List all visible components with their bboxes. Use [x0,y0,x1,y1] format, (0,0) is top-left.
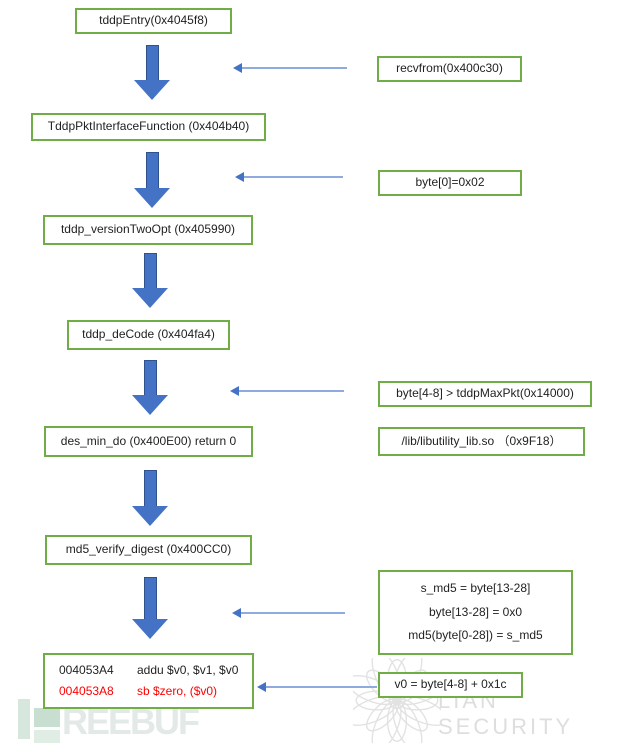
annotation-byte0-check: byte[0]=0x02 [378,170,522,196]
arrow-left-icon [233,63,242,73]
arrow-down-icon [132,506,168,526]
node-label: TddpPktInterfaceFunction (0x404b40) [47,119,250,134]
node-label: des_min_do (0x400E00) return 0 [60,433,237,448]
arrow-down-icon [134,80,170,100]
arrow-left-icon [232,608,241,618]
freebuf-logo-square [34,708,60,727]
annotation-smd5-block: s_md5 = byte[13-28] byte[13-28] = 0x0 md… [378,570,573,655]
flow-arrow-decode-to-desmindo [132,360,168,415]
node-tddp-version-two-opt: tddp_versionTwoOpt (0x405990) [43,215,253,245]
annotation-label: byte[0]=0x02 [415,175,485,190]
lotus-icon [353,658,441,743]
asm-instruction: sb $zero, ($v0) [137,684,218,699]
asm-address: 004053A4 [59,662,114,677]
node-tddp-entry: tddpEntry(0x4045f8) [75,8,232,34]
annotation-label: recvfrom(0x400c30) [396,61,503,76]
node-label: tddp_versionTwoOpt (0x405990) [60,222,236,237]
node-label: md5_verify_digest (0x400CC0) [65,542,232,557]
node-des-min-do: des_min_do (0x400E00) return 0 [44,426,253,457]
node-tddp-pkt-interface-function: TddpPktInterfaceFunction (0x404b40) [31,113,266,141]
annotation-label: byte[4-8] > tddpMaxPkt(0x14000) [396,386,574,401]
flow-arrow-pktinterface-to-versiontwo [134,152,170,208]
flow-arrow-md5verify-to-asm [132,577,168,639]
annotation-line: s_md5 = byte[13-28] [420,581,531,596]
annotation-label: /lib/libutility_lib.so （0x9F18） [401,433,562,448]
connector-smd5 [232,608,345,618]
annotation-v0-offset: v0 = byte[4-8] + 0x1c [378,672,523,698]
asm-line-1: 004053A4 addu $v0, $v1, $v0 [59,662,252,677]
asm-instruction: addu $v0, $v1, $v0 [137,662,239,677]
node-md5-verify-digest: md5_verify_digest (0x400CC0) [45,535,252,565]
annotation-tddp-max-pkt: byte[4-8] > tddpMaxPkt(0x14000) [378,381,592,407]
node-assembly-listing: 004053A4 addu $v0, $v1, $v0 004053A8 sb $z… [43,653,254,709]
freebuf-logo-lowbar [34,730,60,743]
connector-v0 [257,682,377,692]
arrow-left-icon [235,172,244,182]
annotation-line: byte[13-28] = 0x0 [428,604,523,619]
node-label: tddpEntry(0x4045f8) [99,13,208,28]
asm-address: 004053A8 [59,684,114,699]
node-tddp-decode: tddp_deCode (0x404fa4) [67,320,230,350]
node-label: tddp_deCode (0x404fa4) [82,327,215,342]
connector-recvfrom [233,63,347,73]
annotation-label: v0 = byte[4-8] + 0x1c [394,677,507,692]
asm-line-2-highlighted: 004053A8 sb $zero, ($v0) [59,685,252,698]
annotation-recvfrom: recvfrom(0x400c30) [377,56,522,82]
flow-arrow-desmindo-to-md5verify [132,470,168,526]
arrow-down-icon [134,188,170,208]
annotation-libutility: /lib/libutility_lib.so （0x9F18） [378,427,585,456]
arrow-down-icon [132,288,168,308]
freebuf-logo-bar [18,699,30,739]
annotation-line: md5(byte[0-28]) = s_md5 [408,628,543,643]
flow-arrow-entry-to-pktinterface [134,45,170,100]
arrow-down-icon [132,619,168,639]
connector-byte0 [235,172,343,182]
flow-arrow-versiontwo-to-decode [132,253,168,308]
arrow-left-icon [257,682,266,692]
arrow-left-icon [230,386,239,396]
arrow-down-icon [132,395,168,415]
connector-maxpkt [230,386,344,396]
